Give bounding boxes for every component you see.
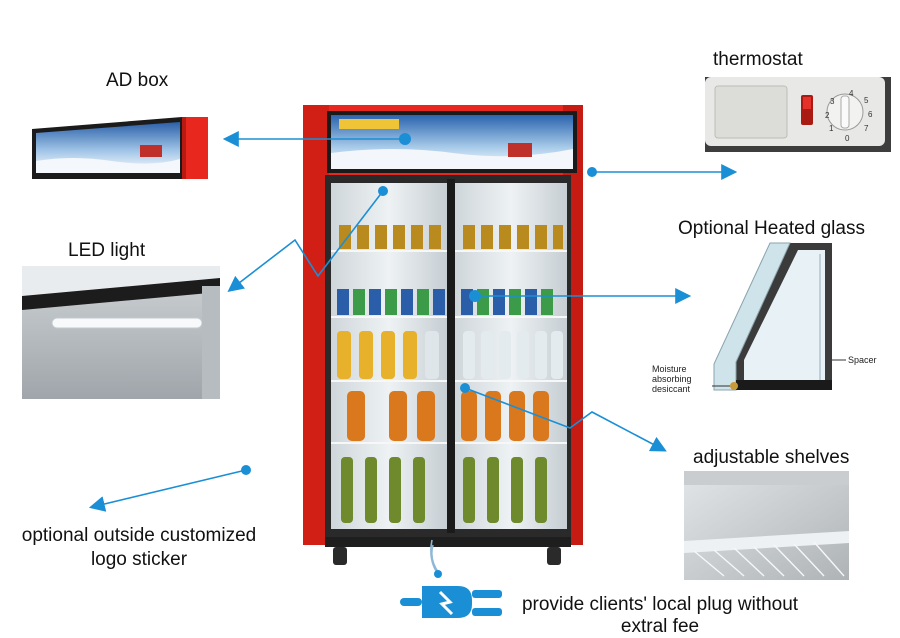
adjustable-shelves-image — [684, 471, 849, 580]
dial-4: 4 — [849, 89, 854, 98]
dial-5: 5 — [864, 96, 869, 105]
heated-glass-label: Optional Heated glass — [678, 218, 865, 239]
plug-line2: extral fee — [620, 616, 700, 637]
dial-7: 7 — [864, 124, 869, 133]
plug-label: provide clients' local plug without extr… — [505, 594, 815, 638]
logo-sticker-line1: optional outside customized — [21, 525, 257, 546]
moisture-line1: Moisture — [652, 364, 687, 374]
logo-sticker-label: optional outside customized logo sticker — [10, 524, 268, 572]
dial-0: 0 — [845, 134, 850, 143]
led-light-label: LED light — [68, 240, 146, 261]
thermostat-label: thermostat — [713, 49, 803, 70]
moisture-callout: Moisture absorbing desiccant — [652, 364, 692, 394]
dial-2: 2 — [825, 111, 830, 120]
refrigerator-image — [303, 105, 583, 573]
spacer-callout: Spacer — [848, 355, 877, 365]
moisture-line3: desiccant — [652, 384, 691, 394]
thermostat-image: 0 1 2 3 4 5 6 7 — [705, 77, 891, 152]
ad-box-image — [32, 117, 208, 179]
dial-6: 6 — [868, 110, 873, 119]
heated-glass-diagram: Moisture absorbing desiccant Spacer — [650, 240, 900, 405]
plug-icon — [400, 570, 510, 632]
adjustable-shelves-label: adjustable shelves — [693, 447, 850, 468]
dial-3: 3 — [830, 97, 835, 106]
dial-1: 1 — [829, 124, 834, 133]
led-light-image — [22, 266, 220, 399]
moisture-line2: absorbing — [652, 374, 692, 384]
ad-box-label: AD box — [106, 70, 169, 91]
plug-line1: provide clients' local plug without — [521, 594, 799, 615]
logo-sticker-line2: logo sticker — [90, 549, 188, 570]
